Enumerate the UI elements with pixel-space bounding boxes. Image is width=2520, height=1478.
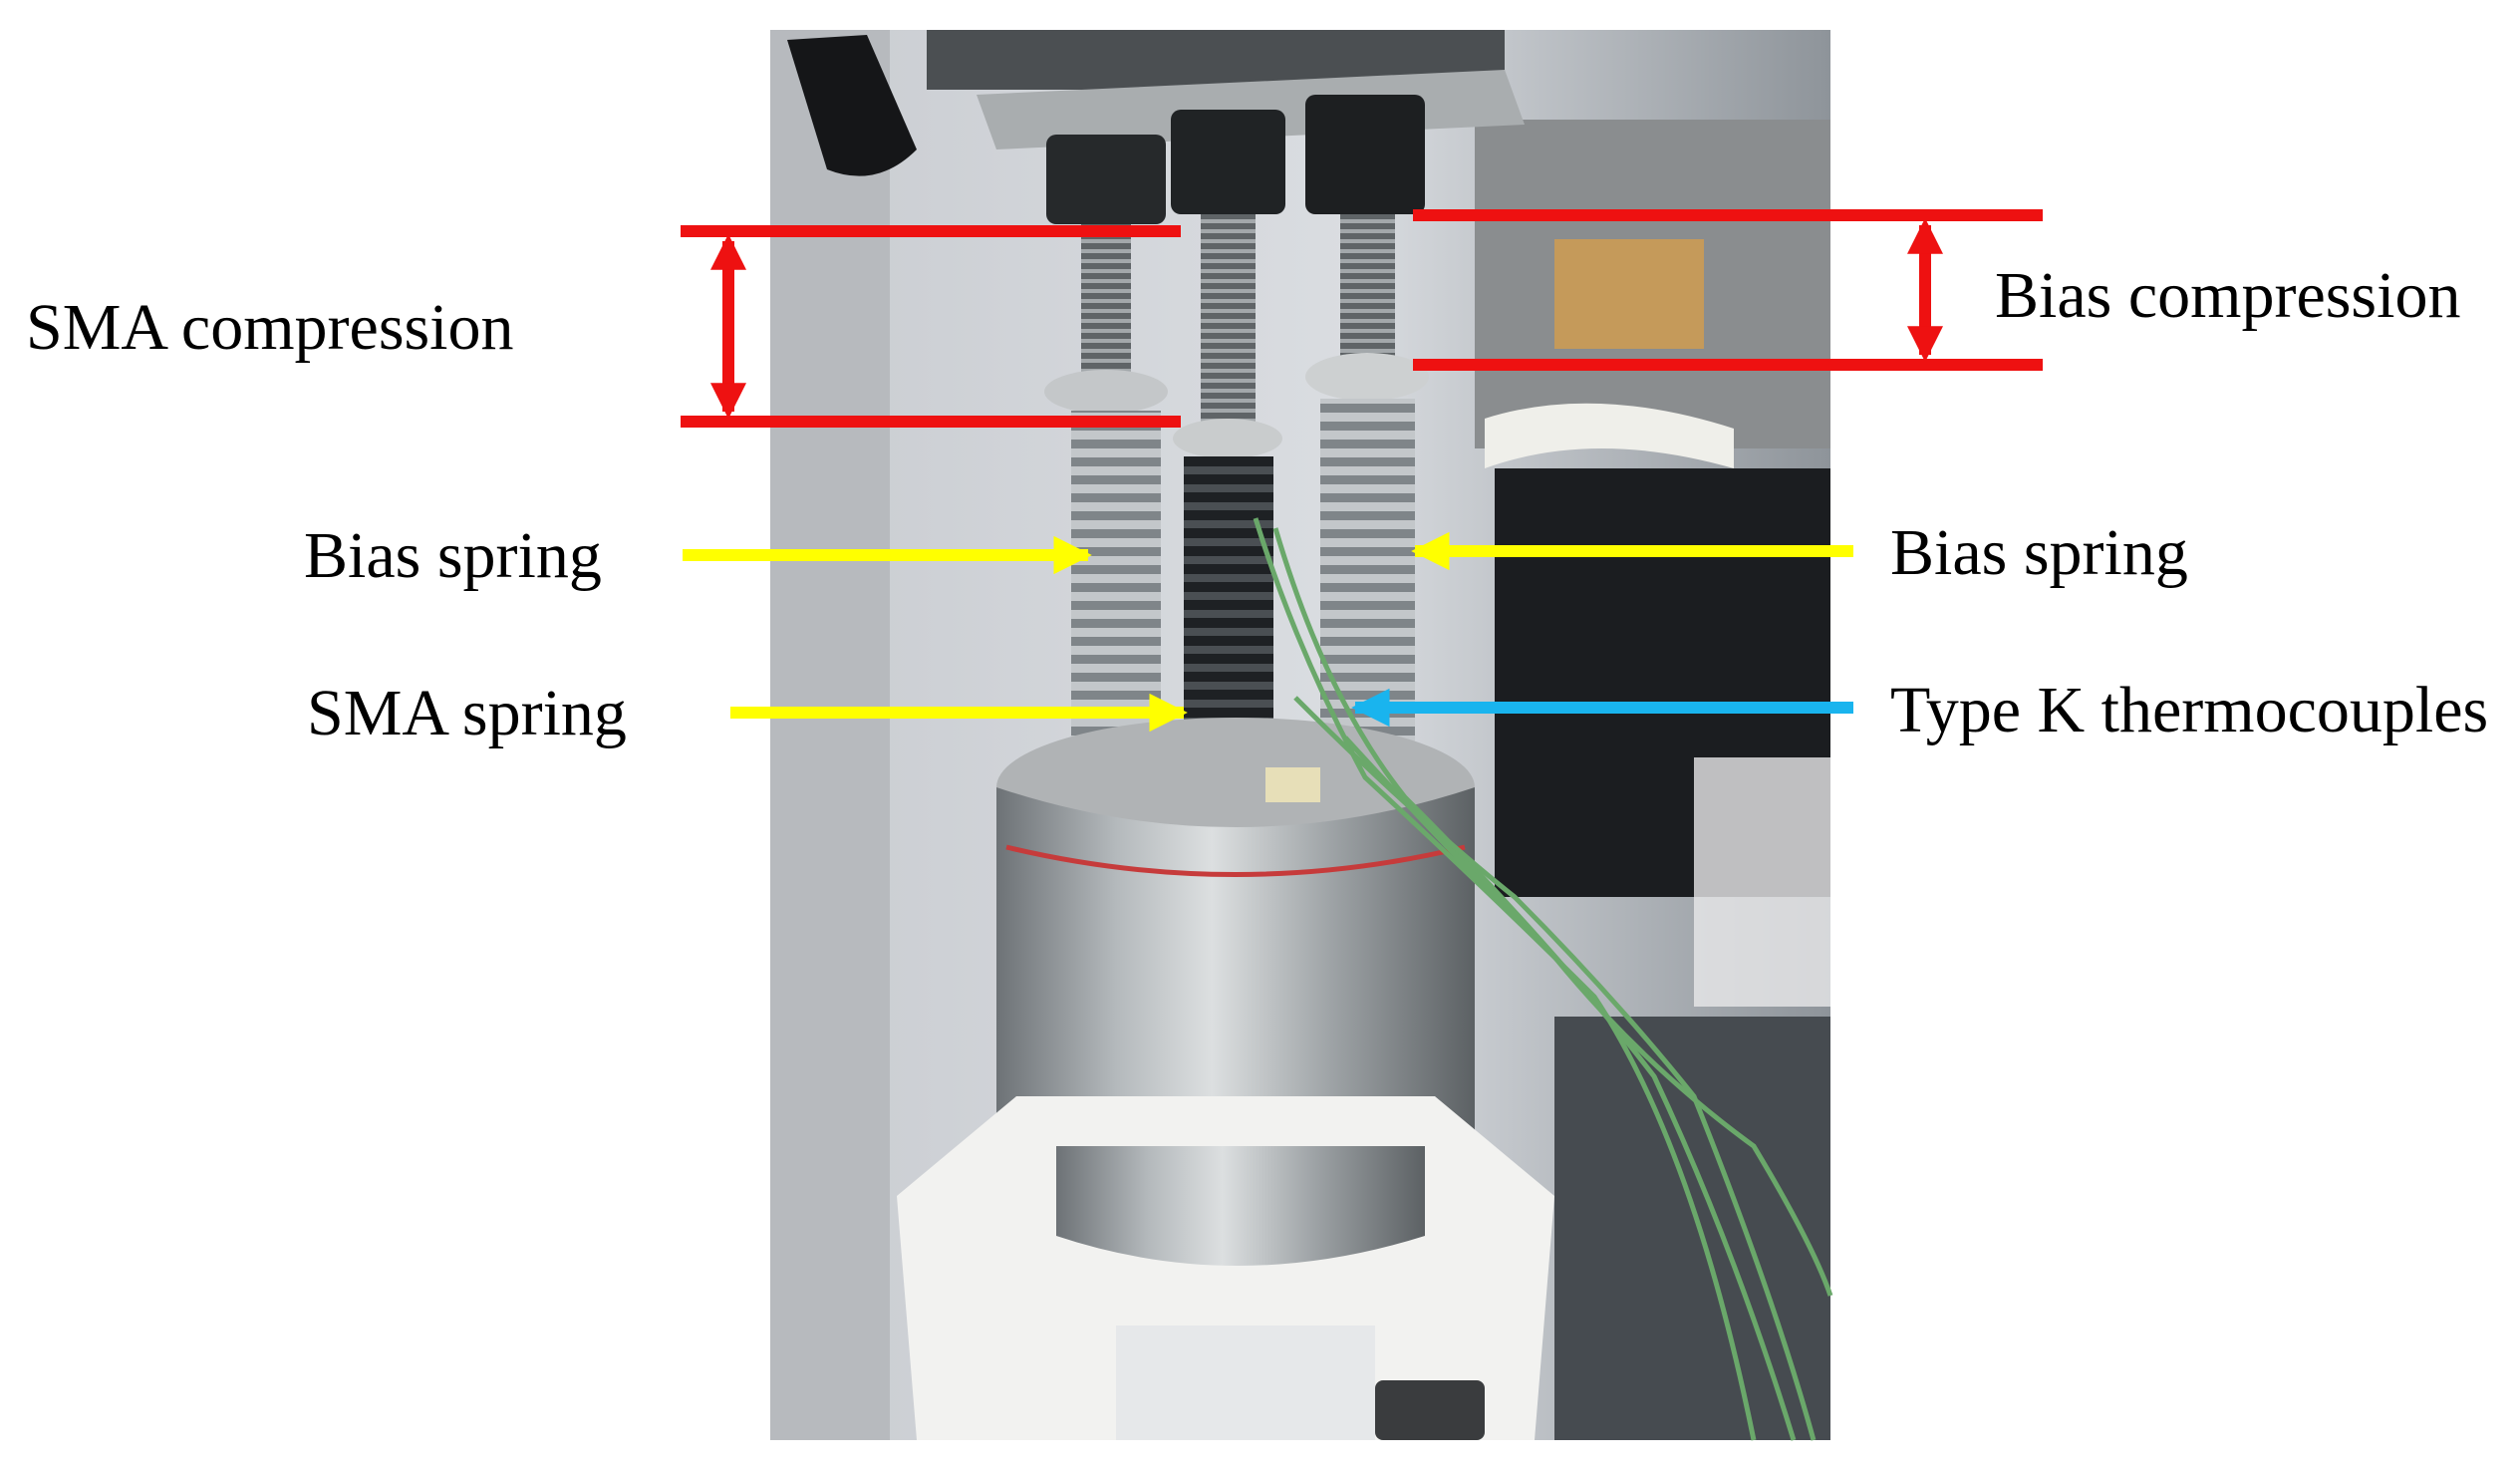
background-bench [1554,1017,1830,1440]
washer [1173,419,1282,458]
background-box [1554,239,1704,349]
label-bias-compression: Bias compression [1995,259,2461,332]
cylinder-lower-body [1056,1146,1425,1266]
sma-spring-coil [1184,456,1273,745]
washer [1305,353,1429,401]
hex-nut [1046,135,1166,224]
label-bias-spring-left: Bias spring [304,519,602,592]
bias-spring-right-coil [1320,399,1415,742]
threaded-rod [1201,214,1256,429]
label-bias-spring-right: Bias spring [1890,516,2188,589]
label-thermocouples: Type K thermocouples [1890,674,2489,746]
washers [1044,353,1429,458]
background-panel [770,30,890,1440]
hex-nuts [1046,95,1425,224]
bias-spring-left-coil [1071,411,1161,739]
background-white-holder [1485,403,1734,468]
bottom-cylinder [1116,1326,1375,1440]
tape [1265,767,1320,802]
washer [1044,370,1168,414]
background-bag [1694,757,1830,1007]
photo [770,30,1833,1441]
black-handle [787,35,917,176]
sma-compression-dimension [681,225,1181,428]
label-sma-compression: SMA compression [26,291,514,364]
hex-nut [1171,110,1285,214]
threaded-rod [1081,224,1131,374]
threaded-rod [1340,214,1395,364]
red-wire-band [1005,844,1466,877]
thermocouple-wires [1253,517,1833,1441]
label-sma-spring: SMA spring [307,677,627,749]
bottom-nut [1375,1380,1485,1440]
bias-compression-dimension [1413,209,2043,371]
threaded-rods [1081,214,1395,429]
hex-nut [1305,95,1425,214]
springs [1071,399,1415,745]
